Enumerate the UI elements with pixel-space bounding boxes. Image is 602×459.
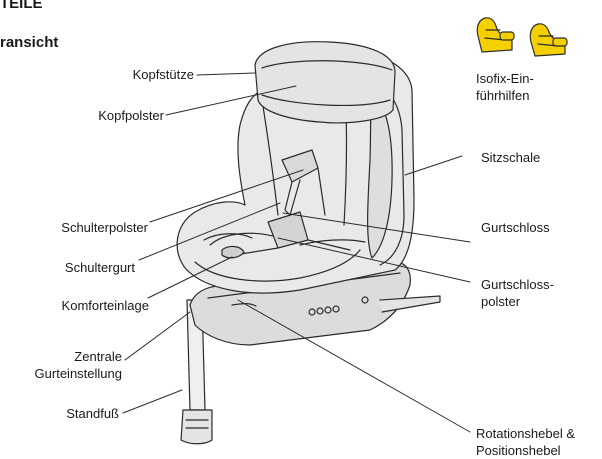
label-standfuss: Standfuß <box>66 405 119 422</box>
label-gurtschlosspolster-line2: polster <box>481 293 554 310</box>
label-rotationshebel: Rotationshebel & Positionshebel <box>476 425 575 459</box>
label-gurtschloss: Gurtschloss <box>481 219 550 236</box>
label-gurtschlosspolster-line1: Gurtschloss- <box>481 276 554 293</box>
label-rotationshebel-line1: Rotationshebel & <box>476 425 575 442</box>
isofix-guide-right <box>530 24 567 56</box>
isofix-guide-left <box>477 18 514 52</box>
label-gurtschlosspolster: Gurtschloss- polster <box>481 276 554 310</box>
label-isofix: Isofix-Ein- führhilfen <box>476 70 534 104</box>
label-zentrale-gurteinstellung: Zentrale Gurteinstellung <box>35 348 122 382</box>
label-sitzschale: Sitzschale <box>481 149 540 166</box>
label-komforteinlage: Komforteinlage <box>62 297 149 314</box>
label-zentrale-line1: Zentrale <box>35 348 122 365</box>
label-zentrale-line2: Gurteinstellung <box>35 365 122 382</box>
label-rotationshebel-line2: Positionshebel <box>476 442 575 459</box>
label-kopfpolster: Kopfpolster <box>98 107 164 124</box>
label-schulterpolster: Schulterpolster <box>61 219 148 236</box>
label-schultergurt: Schultergurt <box>65 259 135 276</box>
label-isofix-line2: führhilfen <box>476 87 534 104</box>
label-isofix-line1: Isofix-Ein- <box>476 70 534 87</box>
label-kopfstuetze: Kopfstütze <box>133 66 194 83</box>
headrest <box>255 42 395 123</box>
